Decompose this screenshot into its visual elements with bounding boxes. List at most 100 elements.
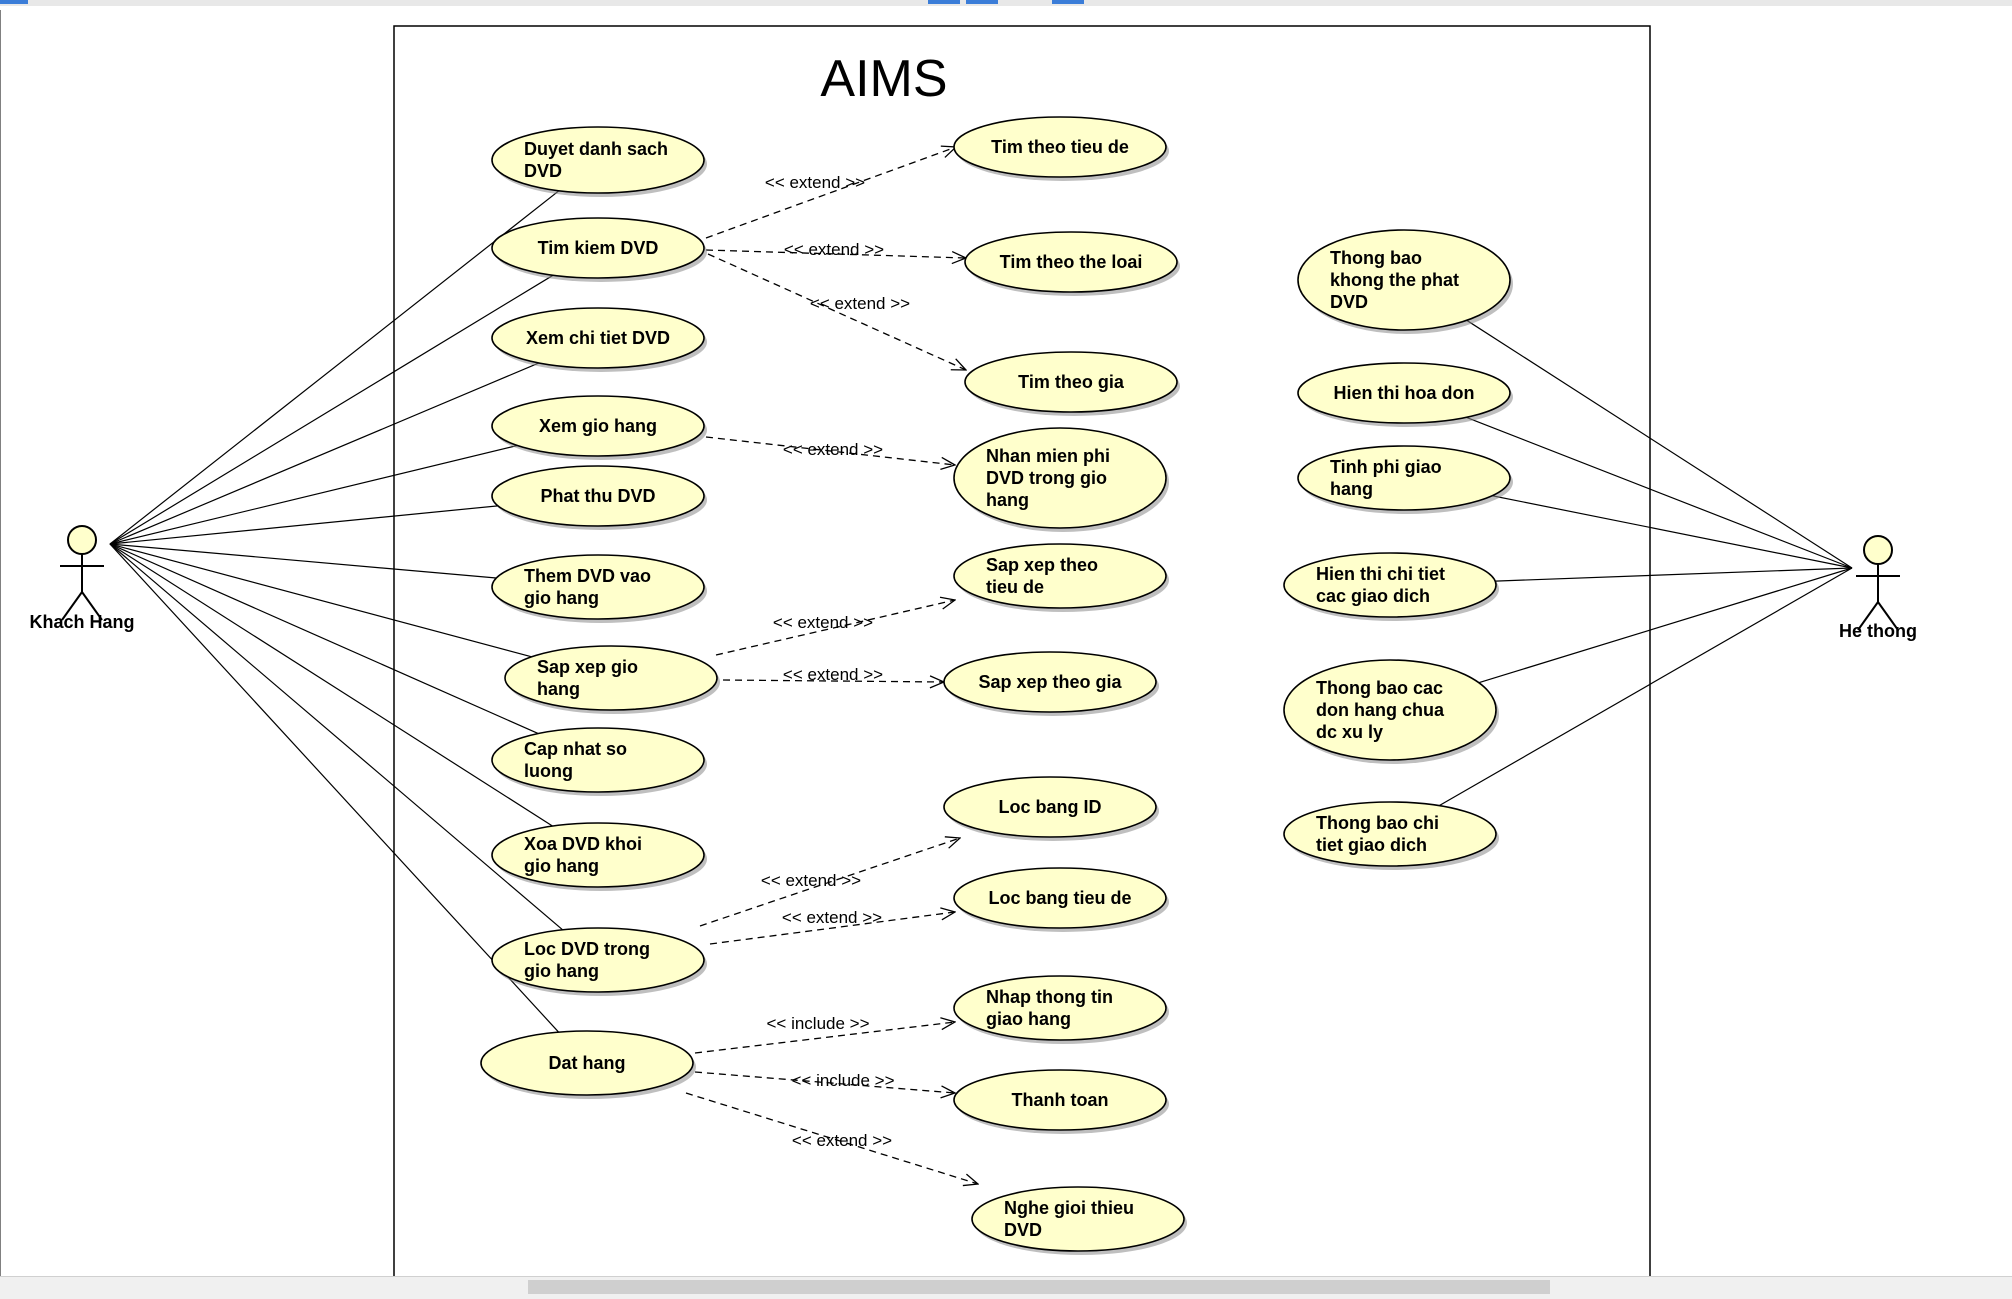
use-case-uc-sort-price[interactable]: Sap xep theo gia: [943, 651, 1159, 716]
use-case-ellipse: [953, 867, 1167, 929]
dependency-arrow: [709, 912, 955, 945]
use-case-ellipse: [953, 543, 1167, 609]
use-case-uc-f-id[interactable]: Loc bang ID: [943, 776, 1159, 841]
use-case-label: Tinh phi giao: [1330, 457, 1442, 477]
use-case-label: tieu de: [986, 577, 1044, 597]
use-case-ellipse: [504, 645, 718, 711]
use-case-ellipse: [480, 1030, 694, 1096]
window-top-bar: [0, 0, 2012, 6]
use-case-ellipse: [1283, 659, 1497, 761]
use-case-label: Thong bao: [1330, 248, 1422, 268]
use-case-uc-f-title[interactable]: Loc bang tieu de: [953, 867, 1169, 932]
dependency-arrow: [685, 1092, 978, 1184]
actor-label: Khach Hang: [29, 612, 134, 632]
toolbar-tab-marker[interactable]: [966, 0, 998, 4]
use-case-uc-s-title[interactable]: Tim theo tieu de: [953, 116, 1169, 181]
use-case-ellipse: [491, 822, 705, 888]
dependency-arrow: [705, 147, 956, 239]
toolbar-tab-marker[interactable]: [928, 0, 960, 4]
toolbar-tab-marker[interactable]: [0, 0, 28, 4]
use-case-label: Xem chi tiet DVD: [526, 328, 670, 348]
use-case-label: Cap nhat so: [524, 739, 627, 759]
use-case-label: Dat hang: [548, 1053, 625, 1073]
association-line: [1478, 567, 1853, 684]
diagram-title: AIMS: [820, 50, 947, 108]
association-line: [109, 543, 497, 579]
use-case-label: Duyet danh sach: [524, 139, 668, 159]
use-case-ellipse: [1297, 362, 1511, 424]
use-case-uc-pay[interactable]: Thanh toan: [953, 1069, 1169, 1134]
use-case-ellipse: [964, 231, 1178, 293]
use-case-label: Xem gio hang: [539, 416, 657, 436]
stereotype-label: << extend >>: [773, 613, 873, 632]
dependency-arrow: [699, 838, 960, 927]
association-line: [1438, 567, 1853, 807]
actor-system[interactable]: He thong: [1839, 535, 1917, 641]
toolbar-tab-marker[interactable]: [1052, 0, 1084, 4]
use-case-label: khong the phat: [1330, 270, 1459, 290]
use-case-label: Thong bao cac: [1316, 678, 1443, 698]
use-case-ellipse: [1283, 801, 1497, 867]
stereotype-label: << extend >>: [792, 1131, 892, 1150]
use-case-ellipse: [491, 307, 705, 369]
use-case-label: gio hang: [524, 961, 599, 981]
dependency-arrow: [694, 1071, 955, 1093]
use-case-label: tiet giao dich: [1316, 835, 1427, 855]
use-case-uc-search[interactable]: Tim kiem DVD: [491, 217, 707, 282]
use-case-label: DVD: [1330, 292, 1368, 312]
stereotype-label: << include >>: [791, 1071, 894, 1090]
use-case-ellipse: [953, 975, 1167, 1041]
use-case-uc-s-price[interactable]: Tim theo gia: [964, 351, 1180, 416]
use-case-label: Tim theo gia: [1018, 372, 1125, 392]
association-line: [1466, 319, 1853, 569]
use-case-uc-s-genre[interactable]: Tim theo the loai: [964, 231, 1180, 296]
use-case-ellipse: [491, 465, 705, 527]
use-case-ellipse: [953, 116, 1167, 178]
use-case-label: dc xu ly: [1316, 722, 1383, 742]
use-case-uc-detail[interactable]: Xem chi tiet DVD: [491, 307, 707, 372]
association-line: [109, 543, 564, 931]
use-case-ellipse: [971, 1186, 1185, 1252]
stereotype-label: << extend >>: [810, 294, 910, 313]
actor-head: [1863, 535, 1893, 565]
association-line: [109, 274, 554, 545]
horizontal-scrollbar[interactable]: [0, 1276, 2012, 1299]
use-case-label: hang: [1330, 479, 1373, 499]
use-case-uc-play[interactable]: Phat thu DVD: [491, 465, 707, 530]
use-case-label: Nhan mien phi: [986, 446, 1110, 466]
dependency-arrow: [705, 436, 955, 465]
association-line: [109, 444, 518, 545]
actor-customer[interactable]: Khach Hang: [29, 525, 135, 632]
use-case-label: Loc DVD trong: [524, 939, 650, 959]
use-case-label: Tim kiem DVD: [538, 238, 659, 258]
association-line: [109, 543, 539, 735]
use-case-ellipse: [491, 554, 705, 620]
stereotype-label: << include >>: [766, 1014, 869, 1033]
use-case-label: Thanh toan: [1012, 1090, 1109, 1110]
use-case-uc-invoice[interactable]: Hien thi hoa don: [1297, 362, 1513, 427]
use-case-label: Hien thi chi tiet: [1316, 564, 1445, 584]
association-line: [109, 543, 553, 827]
use-case-ellipse: [964, 351, 1178, 413]
dependency-arrow: [694, 1022, 955, 1054]
use-case-uc-order[interactable]: Dat hang: [480, 1030, 696, 1099]
scrollbar-thumb[interactable]: [528, 1280, 1550, 1294]
use-case-uc-cart[interactable]: Xem gio hang: [491, 395, 707, 460]
use-case-label: Nghe gioi thieu: [1004, 1198, 1134, 1218]
